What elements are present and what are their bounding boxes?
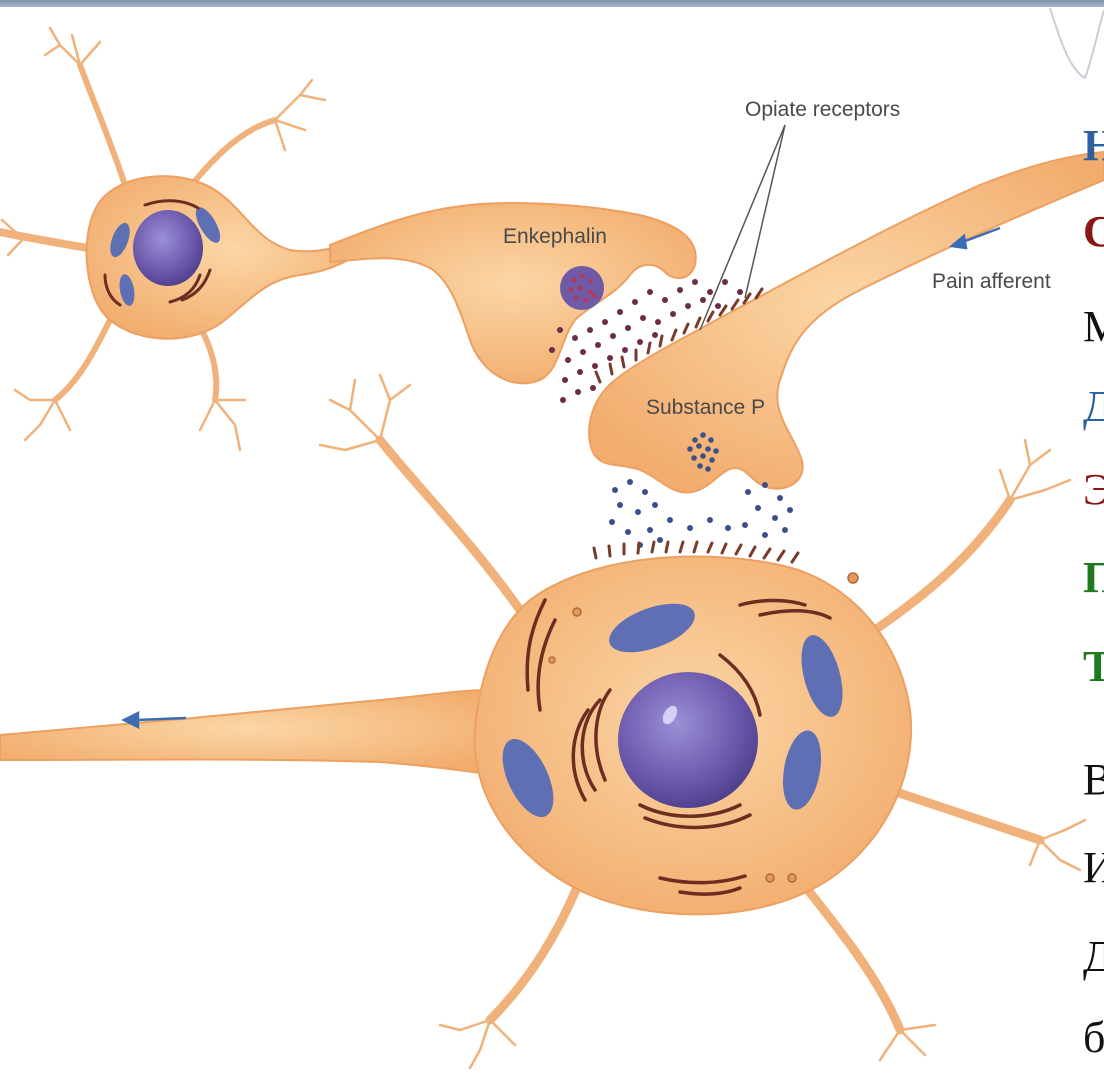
side-text-line: И bbox=[1083, 846, 1104, 890]
large-neuron bbox=[0, 375, 1085, 1068]
side-text-line: Н bbox=[1083, 124, 1104, 168]
side-text-line: В bbox=[1083, 758, 1104, 802]
side-text-line: Д bbox=[1083, 935, 1104, 979]
small-neuron bbox=[0, 28, 380, 450]
pain-afferent-axon bbox=[589, 152, 1104, 493]
side-text-line: Э bbox=[1083, 468, 1104, 512]
decorative-curve bbox=[1050, 8, 1104, 78]
large-neuron-nucleus bbox=[618, 672, 758, 808]
label-enkephalin: Enkephalin bbox=[503, 225, 607, 249]
side-text-line: б bbox=[1083, 1016, 1104, 1060]
label-opiate-receptors: Opiate receptors bbox=[745, 98, 900, 122]
large-neuron-axon bbox=[0, 690, 495, 775]
side-text-line: Т bbox=[1083, 645, 1104, 689]
side-text-line: П bbox=[1083, 556, 1104, 600]
small-neuron-nucleus bbox=[133, 210, 203, 286]
side-text-line: Д bbox=[1083, 385, 1104, 429]
label-substance-p: Substance P bbox=[646, 396, 765, 420]
enkephalin-vesicle-cluster bbox=[560, 266, 604, 310]
label-pain-afferent: Pain afferent bbox=[932, 270, 1051, 294]
side-text-line: С bbox=[1083, 210, 1104, 254]
side-text-line: М bbox=[1083, 305, 1104, 349]
